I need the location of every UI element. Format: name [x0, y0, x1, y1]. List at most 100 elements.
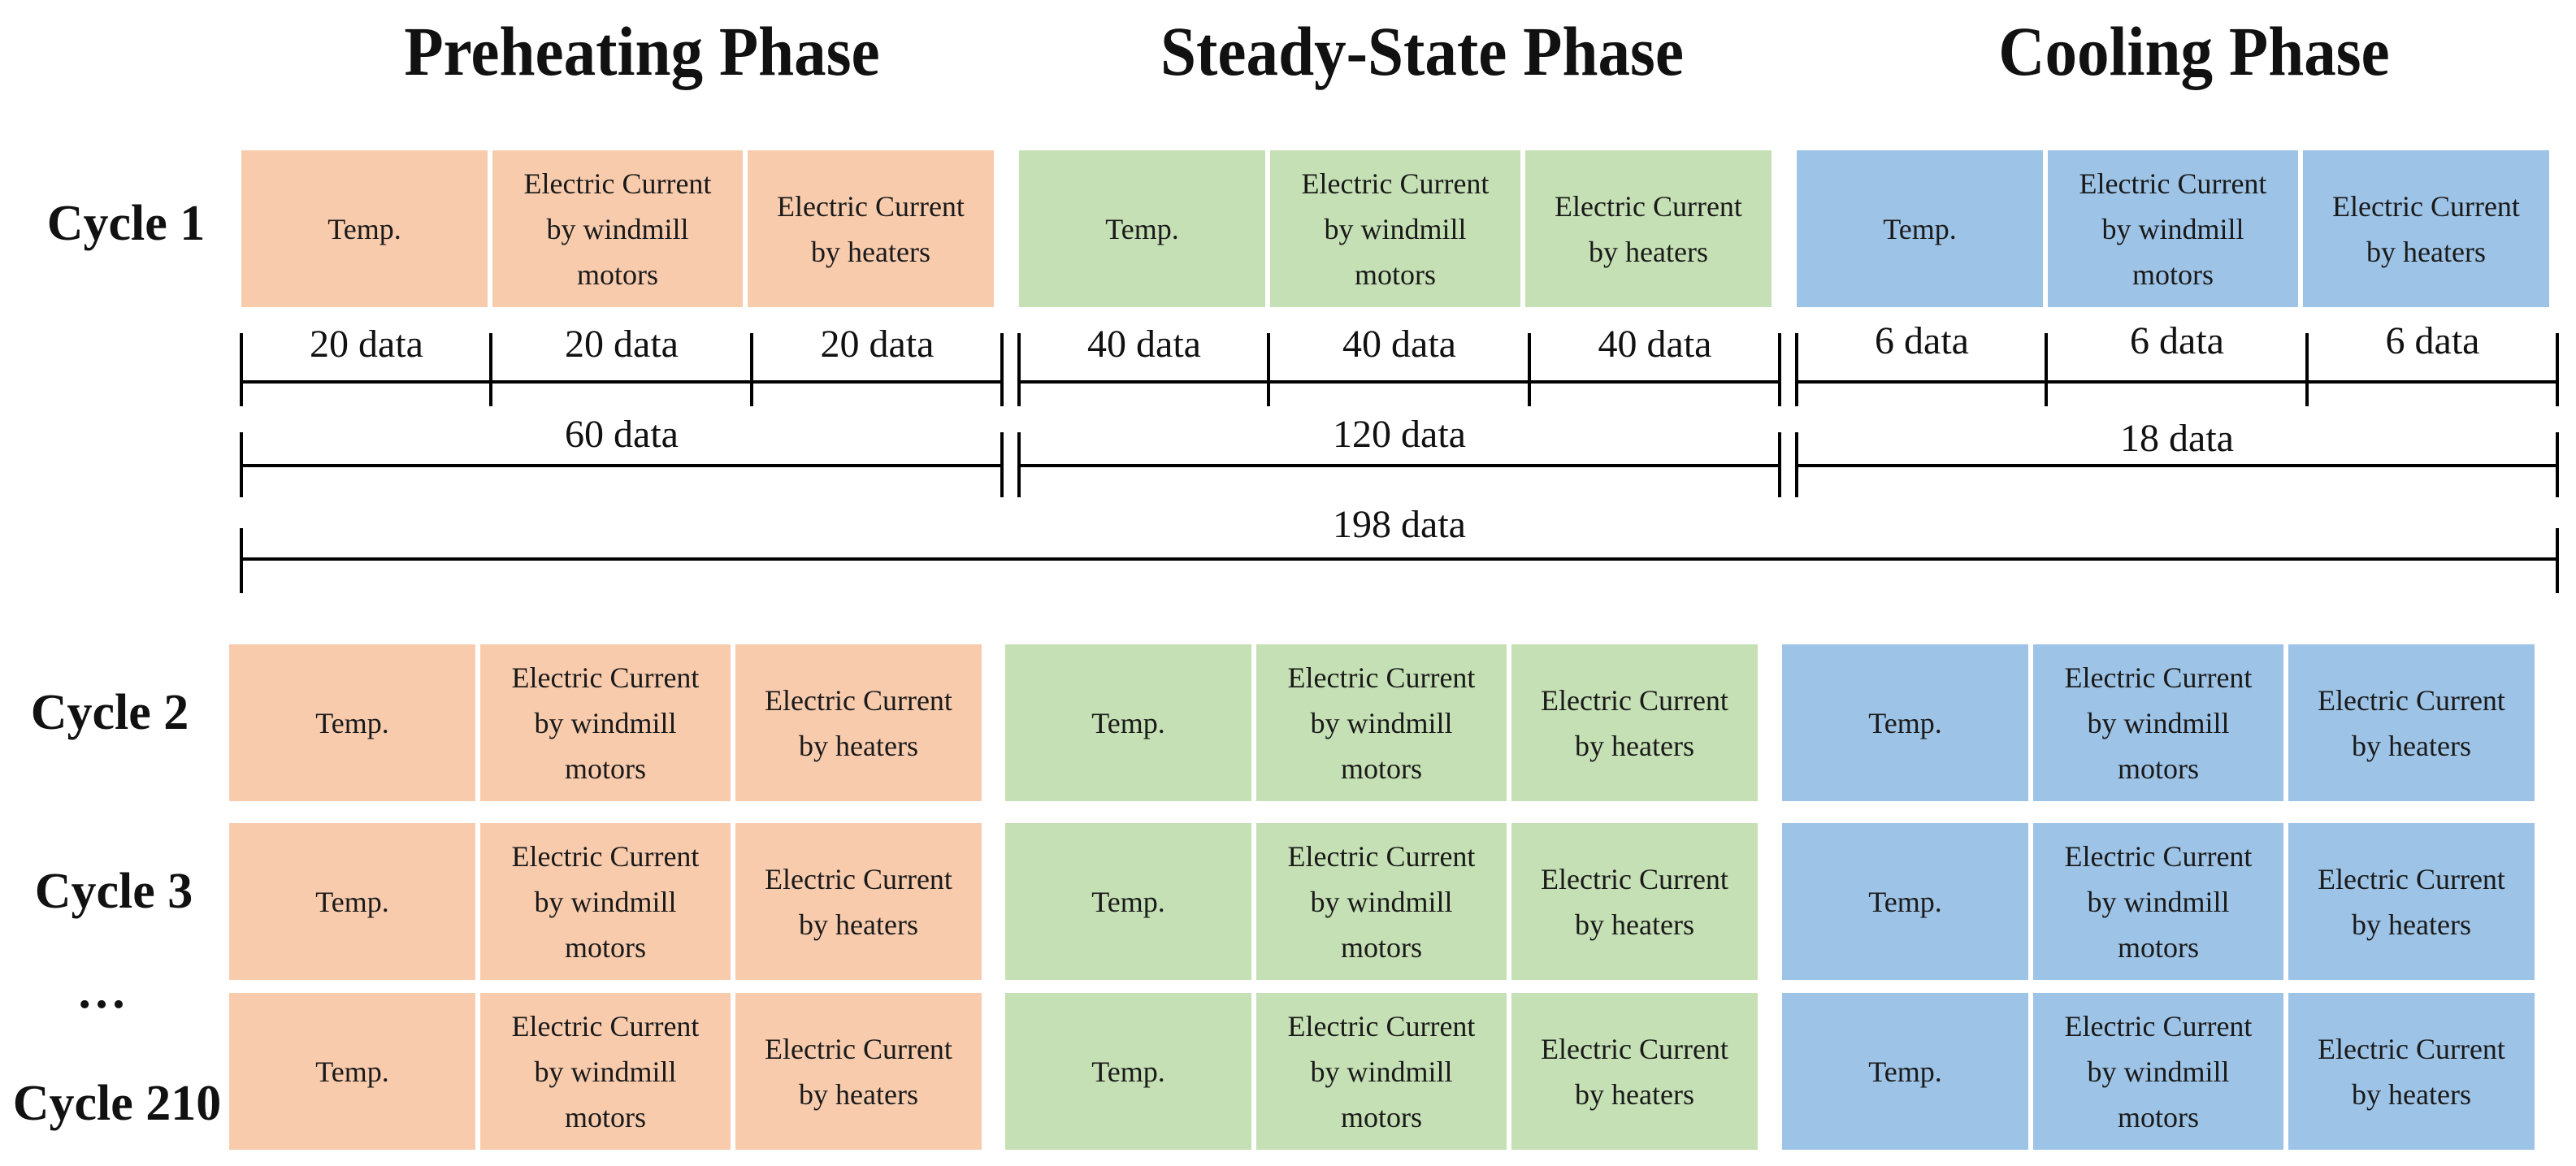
cell-line: by windmill: [546, 212, 689, 245]
cell-text: Electric Current by heaters: [1555, 184, 1742, 275]
cell-line: by windmill: [1310, 885, 1453, 918]
cell-line: Electric Current: [1541, 683, 1728, 717]
cell-text: Temp.: [1091, 700, 1164, 746]
cell-cycle3-cooling-temp: Temp.: [1782, 823, 2028, 980]
cell-text: Temp.: [1091, 879, 1164, 925]
cell-line: by heaters: [1589, 235, 1708, 268]
cell-line: Electric Current: [2318, 683, 2505, 717]
cell-text: Electric Current by heaters: [765, 678, 952, 769]
cell-text: Temp.: [1868, 700, 1941, 746]
cell-text: Temp.: [327, 206, 401, 252]
cell-line: motors: [2117, 752, 2199, 785]
cell-line: by heaters: [2352, 1077, 2471, 1111]
dim-label-phase-cooling: 18 data: [2120, 417, 2234, 460]
dim-label-total: 198 data: [1333, 503, 1466, 546]
cell-line: by windmill: [534, 885, 677, 918]
cell-cycle1-cooling-motors: Electric Current by windmill motors: [2048, 150, 2298, 307]
dim-label-phase-steady: 120 data: [1333, 413, 1466, 456]
cell-text: Electric Current by windmill motors: [524, 161, 712, 297]
cell-cycle1-preheating-motors: Electric Current by windmill motors: [492, 150, 743, 307]
cell-line: by heaters: [1575, 1077, 1694, 1111]
dim-label-cooling-heaters: 6 data: [2385, 319, 2480, 362]
cell-line: Electric Current: [2318, 1032, 2505, 1065]
cell-line: by heaters: [2366, 235, 2486, 268]
cell-line: motors: [576, 258, 658, 291]
cell-line: Temp.: [1868, 1055, 1942, 1088]
cell-line: Electric Current: [2332, 189, 2520, 223]
cell-cycle1-preheating-temp: Temp.: [241, 150, 488, 307]
cell-line: motors: [1340, 752, 1422, 785]
cell-line: Temp.: [315, 885, 389, 918]
cell-line: motors: [1354, 258, 1436, 291]
cell-line: Temp.: [315, 706, 389, 739]
cell-line: Temp.: [1091, 1055, 1165, 1088]
cell-line: Electric Current: [777, 189, 965, 223]
cell-line: Temp.: [327, 212, 401, 245]
dim-label-steady-heaters: 40 data: [1598, 323, 1712, 366]
cell-text: Temp.: [1091, 1049, 1164, 1094]
cell-line: Electric Current: [511, 1009, 700, 1042]
cell-line: Electric Current: [765, 683, 952, 717]
cell-line: Electric Current: [2064, 839, 2253, 873]
cell-line: by windmill: [534, 1055, 677, 1088]
cell-cycle4-cooling-heaters: Electric Current by heaters: [2288, 993, 2535, 1150]
cell-line: Electric Current: [523, 167, 712, 200]
phase-title-cooling: Cooling Phase: [1998, 12, 2390, 90]
cell-text: Temp.: [1105, 206, 1178, 252]
cell-line: by heaters: [799, 729, 918, 762]
cell-line: motors: [2131, 258, 2214, 291]
cell-line: Electric Current: [511, 661, 700, 694]
cell-line: by heaters: [2352, 908, 2471, 941]
cell-text: Electric Current by windmill motors: [1288, 834, 1476, 970]
cell-line: motors: [1340, 930, 1422, 964]
cell-text: Temp.: [315, 700, 388, 746]
ellipsis: …: [76, 964, 127, 1019]
cell-line: Electric Current: [2079, 167, 2267, 200]
cell-line: motors: [2117, 1100, 2199, 1133]
cell-line: by heaters: [1575, 908, 1694, 941]
cell-line: by heaters: [799, 908, 918, 941]
dim-label-cooling-motors: 6 data: [2130, 319, 2224, 362]
cell-line: by windmill: [2101, 212, 2244, 245]
dim-label-phase-preheating: 60 data: [565, 413, 679, 456]
cell-line: Temp.: [1868, 885, 1942, 918]
cell-cycle2-steady-temp: Temp.: [1005, 644, 1251, 801]
cell-line: Electric Current: [1287, 839, 1476, 873]
cell-cycle4-preheating-temp: Temp.: [229, 993, 475, 1150]
cell-cycle2-cooling-temp: Temp.: [1782, 644, 2028, 801]
cell-text: Electric Current by heaters: [2332, 184, 2520, 275]
cell-line: Electric Current: [1301, 167, 1490, 200]
cycle-label-2: Cycle 2: [30, 685, 189, 740]
cell-line: Electric Current: [2064, 1009, 2253, 1042]
cell-line: Electric Current: [1555, 189, 1742, 223]
cell-cycle4-cooling-temp: Temp.: [1782, 993, 2028, 1150]
cell-line: by windmill: [534, 706, 677, 739]
